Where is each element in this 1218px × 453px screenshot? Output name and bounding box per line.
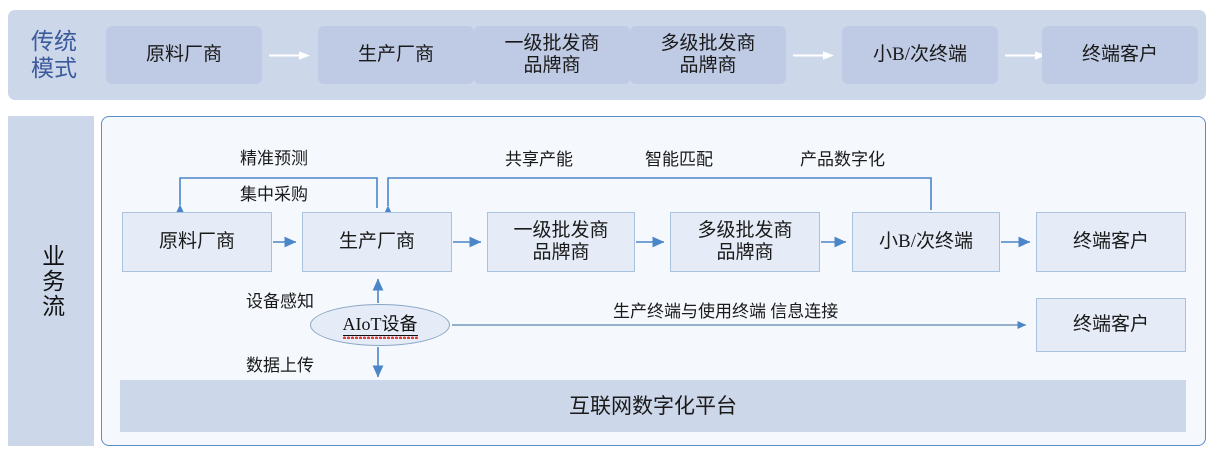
trad-node-raw-material-supplier[interactable]: 原料厂商 [106, 26, 262, 84]
aiot-device-node[interactable]: AIoT设备 [310, 304, 450, 346]
biz-node-end-customer[interactable]: 终端客户 [1036, 212, 1186, 272]
biz-node-manufacturer[interactable]: 生产厂商 [302, 212, 452, 272]
biz-node-end-customer-secondary[interactable]: 终端客户 [1036, 298, 1186, 352]
annotation-smart-match: 智能匹配 [645, 150, 713, 169]
trad-node-label: 生产厂商 [357, 43, 434, 65]
biz-node-raw-material-supplier[interactable]: 原料厂商 [122, 212, 272, 272]
biz-node-label: 小B/次终端 [879, 230, 973, 252]
trad-node-label: 原料厂商 [145, 43, 222, 65]
trad-node-end-customer[interactable]: 终端客户 [1042, 26, 1198, 84]
trad-arrow-1-icon [268, 50, 312, 61]
annotation-data-upload: 数据上传 [246, 356, 314, 375]
annotation-terminal-information-link: 生产终端与使用终端 信息连接 [613, 302, 839, 321]
biz-node-label: 多级批发商 [697, 219, 793, 241]
biz-node-multi-wholesaler[interactable]: 多级批发商 品牌商 [670, 212, 820, 272]
biz-node-label: 原料厂商 [158, 230, 235, 252]
digital-platform-bar[interactable]: 互联网数字化平台 [120, 380, 1186, 432]
biz-node-small-b-terminal[interactable]: 小B/次终端 [852, 212, 1000, 272]
biz-node-label: 一级批发商 [513, 219, 609, 241]
annotation-central-purchase: 集中采购 [240, 185, 308, 204]
business-flow-label-bg [8, 116, 94, 446]
biz-node-label: 终端客户 [1072, 313, 1149, 335]
business-flow-label: 业务流 [38, 243, 64, 319]
trad-node-small-b-terminal[interactable]: 小B/次终端 [842, 26, 998, 84]
annotation-accurate-forecast: 精准预测 [240, 149, 308, 168]
aiot-device-label-wrap: AIoT设备 [342, 314, 418, 339]
biz-node-label: 终端客户 [1072, 230, 1149, 252]
annotation-device-sensing: 设备感知 [246, 292, 314, 311]
trad-node-label: 多级批发商 [660, 32, 756, 54]
trad-node-label: 一级批发商 [504, 32, 600, 54]
biz-node-first-level-wholesaler[interactable]: 一级批发商 品牌商 [487, 212, 635, 272]
traditional-mode-label-line1: 传统 [31, 28, 77, 54]
trad-node-label: 终端客户 [1081, 43, 1158, 65]
trad-node-first-level-wholesaler[interactable]: 一级批发商 品牌商 [474, 26, 630, 84]
trad-node-label-2: 品牌商 [523, 55, 581, 76]
trad-node-manufacturer[interactable]: 生产厂商 [318, 26, 474, 84]
biz-node-label-2: 品牌商 [716, 242, 774, 263]
annotation-product-digitization: 产品数字化 [800, 150, 885, 169]
traditional-mode-label: 传统 模式 [14, 22, 94, 88]
trad-arrow-4-icon [792, 50, 836, 61]
traditional-mode-label-line2: 模式 [31, 56, 77, 81]
trad-node-label-2: 品牌商 [679, 55, 737, 76]
biz-node-label: 生产厂商 [338, 230, 415, 252]
annotation-shared-capacity: 共享产能 [505, 150, 573, 169]
trad-arrow-5-icon [1004, 50, 1048, 61]
biz-node-label-2: 品牌商 [532, 242, 590, 263]
digital-platform-label: 互联网数字化平台 [569, 393, 737, 418]
trad-node-multi-wholesaler[interactable]: 多级批发商 品牌商 [630, 26, 786, 84]
spellcheck-squiggle-icon [342, 334, 418, 339]
trad-node-label: 小B/次终端 [873, 43, 967, 65]
aiot-device-label: AIoT设备 [342, 314, 418, 337]
